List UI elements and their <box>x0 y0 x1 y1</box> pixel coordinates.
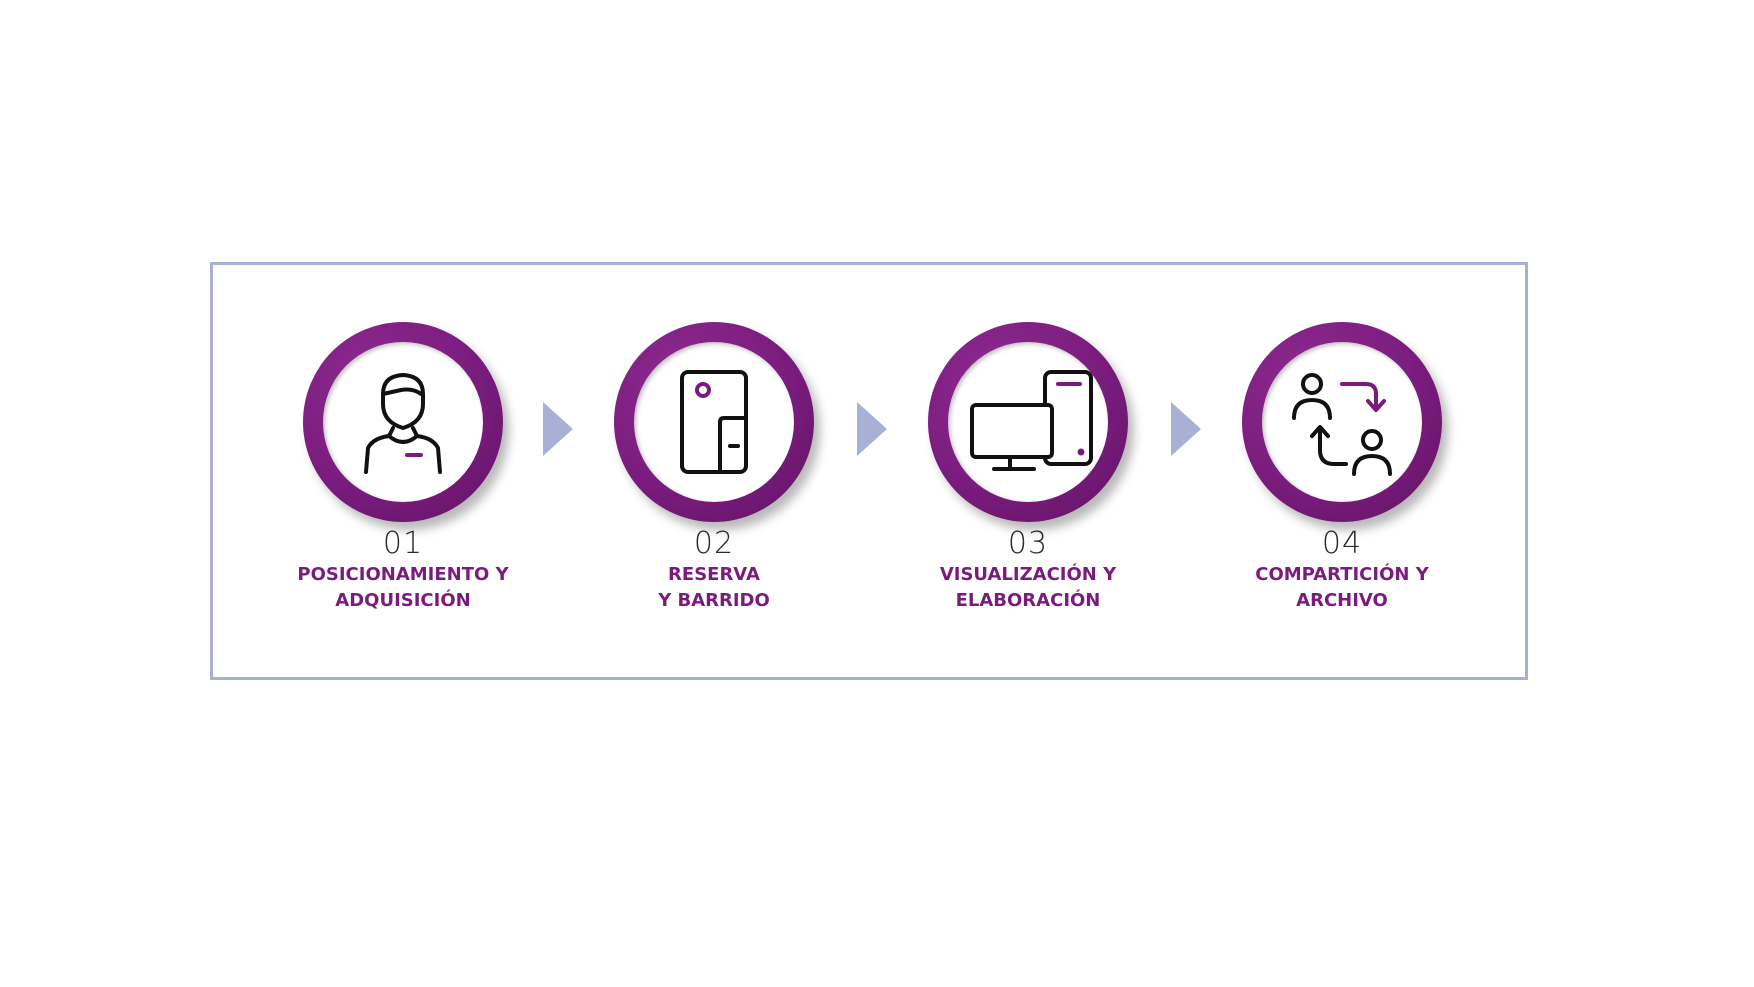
step-4-label: COMPARTICIÓN Y ARCHIVO <box>1255 564 1429 611</box>
step-3: 03 VISUALIZACIÓN Y ELABORACIÓN <box>898 322 1158 614</box>
step-3-label: VISUALIZACIÓN Y ELABORACIÓN <box>939 564 1117 611</box>
step-1-number: 01 <box>382 526 424 561</box>
monitor-and-tablet-icon <box>970 370 1093 471</box>
step-4-icon-holder <box>1262 342 1422 502</box>
user-exchange-icon <box>1292 373 1392 476</box>
step-2-ring <box>614 322 814 522</box>
step-1-icon-holder <box>323 342 483 502</box>
arrow-2-icon <box>857 402 887 456</box>
person-icon <box>364 373 442 474</box>
step-2-label: RESERVA Y BARRIDO <box>658 564 770 611</box>
arrow-3-icon <box>1171 402 1201 456</box>
step-3-ring <box>928 322 1128 522</box>
scanner-device-icon <box>680 370 748 474</box>
process-frame <box>210 262 1528 680</box>
step-3-number: 03 <box>1007 526 1049 561</box>
step-4-ring <box>1242 322 1442 522</box>
step-1-ring <box>303 322 503 522</box>
step-4-number: 04 <box>1321 526 1363 561</box>
step-2-icon-holder <box>634 342 794 502</box>
step-1-label: POSICIONAMIENTO Y ADQUISICIÓN <box>297 564 509 611</box>
step-1: 01 POSICIONAMIENTO Y ADQUISICIÓN <box>273 322 533 614</box>
step-3-icon-holder <box>948 342 1108 502</box>
step-2-number: 02 <box>693 526 735 561</box>
step-2: 02 RESERVA Y BARRIDO <box>584 322 844 614</box>
arrow-1-icon <box>543 402 573 456</box>
step-4: 04 COMPARTICIÓN Y ARCHIVO <box>1212 322 1472 614</box>
